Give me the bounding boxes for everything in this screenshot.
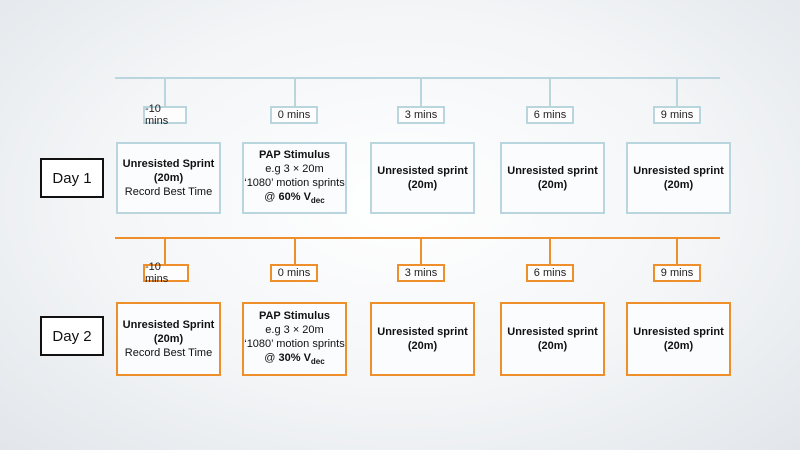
day1-tick [549, 78, 551, 106]
day1-tick [420, 78, 422, 106]
day2-time-label: 9 mins [653, 264, 701, 282]
day1-timeline [115, 77, 720, 79]
day2-box-sprint-6: Unresisted sprint (20m) [500, 302, 605, 376]
day1-box-sprint-9: Unresisted sprint (20m) [626, 142, 731, 214]
day2-tick [549, 238, 551, 264]
day1-box-pap-stimulus: PAP Stimulus e.g 3 × 20m ‘1080’ motion s… [242, 142, 347, 214]
day1-label: Day 1 [40, 158, 104, 198]
day2-tick [676, 238, 678, 264]
day1-time-label: 6 mins [526, 106, 574, 124]
day2-time-label: 6 mins [526, 264, 574, 282]
day2-time-label: 3 mins [397, 264, 445, 282]
day2-box-baseline: Unresisted Sprint (20m) Record Best Time [116, 302, 221, 376]
day2-time-label: 0 mins [270, 264, 318, 282]
day2-box-sprint-3: Unresisted sprint (20m) [370, 302, 475, 376]
day2-tick [420, 238, 422, 264]
day1-box-baseline: Unresisted Sprint (20m) Record Best Time [116, 142, 221, 214]
day2-tick [164, 238, 166, 264]
day2-timeline [115, 237, 720, 239]
day1-tick [164, 78, 166, 106]
day1-tick [294, 78, 296, 106]
day1-tick [676, 78, 678, 106]
day1-time-label: 9 mins [653, 106, 701, 124]
day2-tick [294, 238, 296, 264]
day1-box-sprint-3: Unresisted sprint (20m) [370, 142, 475, 214]
day2-time-label: -10 mins [143, 261, 189, 285]
day2-label: Day 2 [40, 316, 104, 356]
day1-time-label: 3 mins [397, 106, 445, 124]
day2-box-sprint-9: Unresisted sprint (20m) [626, 302, 731, 376]
day1-time-label: -10 mins [143, 103, 187, 127]
day2-box-pap-stimulus: PAP Stimulus e.g 3 × 20m ‘1080’ motion s… [242, 302, 347, 376]
day1-time-label: 0 mins [270, 106, 318, 124]
day1-box-sprint-6: Unresisted sprint (20m) [500, 142, 605, 214]
